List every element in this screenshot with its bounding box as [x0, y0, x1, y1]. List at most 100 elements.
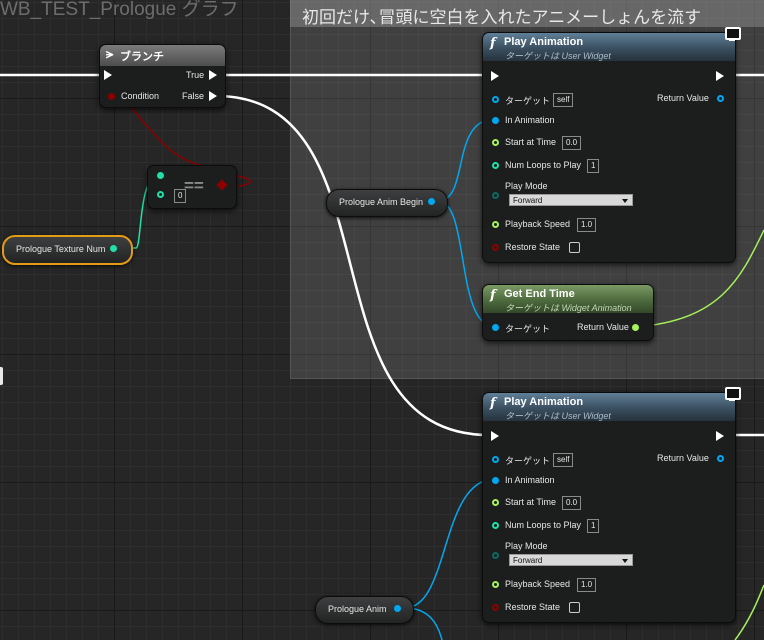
equal-symbol: ==: [184, 176, 204, 195]
collapsed-node-tab[interactable]: [0, 367, 3, 385]
play-animation-2-play-mode-dropdown[interactable]: Forward: [509, 554, 633, 566]
play-animation-2-num-loops-value[interactable]: 1: [587, 519, 600, 533]
play-animation-1-restore-state-pin[interactable]: [492, 244, 499, 251]
chevron-down-icon: [622, 199, 628, 203]
play-animation-2-playback-speed-label: Playback Speed: [505, 579, 571, 589]
var-prologue-texture-num-pin[interactable]: [110, 245, 117, 252]
play-animation-1-exec-out[interactable]: [716, 71, 724, 81]
get-end-time-target-label: ターゲット: [505, 324, 551, 334]
play-animation-1-restore-state-checkbox[interactable]: [569, 242, 580, 253]
var-prologue-anim-label: Prologue Anim: [328, 604, 387, 614]
var-prologue-texture-num-label: Prologue Texture Num: [16, 244, 106, 254]
play-animation-2-play-mode-label: Play Mode: [505, 541, 548, 551]
play-animation-2-return-pin[interactable]: [717, 455, 724, 462]
function-icon: f: [490, 36, 496, 51]
float-wire-out-2: [734, 584, 764, 640]
play-animation-2-target-label: ターゲット: [505, 456, 551, 466]
play-animation-2-exec-out[interactable]: [716, 431, 724, 441]
play-animation-2-return-label: Return Value: [657, 453, 709, 463]
play-animation-1-play-mode-value: Forward: [513, 196, 543, 205]
var-prologue-anim-begin[interactable]: Prologue Anim Begin: [326, 189, 448, 217]
graph-title: WB_TEST_Prologue グラフ: [0, 0, 239, 20]
play-animation-1-playback-speed-pin[interactable]: [492, 221, 499, 228]
play-animation-2-in-animation-pin[interactable]: [492, 477, 499, 484]
branch-true-label: True: [186, 70, 205, 80]
branch-node[interactable]: ⪫ ブランチ True Condition False: [99, 44, 226, 108]
play-animation-1-play-mode-dropdown[interactable]: Forward: [509, 194, 633, 206]
play-animation-1-return-label: Return Value: [657, 93, 709, 103]
play-animation-1-subtitle: ターゲットは User Widget: [505, 51, 611, 61]
play-animation-1-playback-speed-value[interactable]: 1.0: [577, 218, 597, 232]
play-animation-2-restore-state-pin[interactable]: [492, 604, 499, 611]
play-animation-1-restore-state-label: Restore State: [505, 242, 561, 252]
play-animation-1-exec-in[interactable]: [491, 71, 499, 81]
play-animation-2-subtitle: ターゲットは User Widget: [505, 411, 611, 421]
play-animation-1-start-time-value[interactable]: 0.0: [562, 136, 582, 150]
branch-false-pin[interactable]: [209, 91, 217, 101]
play-animation-1-num-loops-value[interactable]: 1: [587, 159, 600, 173]
play-animation-2-header[interactable]: f Play Animation ターゲットは User Widget: [483, 393, 735, 421]
branch-false-label: False: [182, 91, 205, 101]
get-end-time-return-pin[interactable]: [632, 324, 639, 331]
equal-input-b-pin[interactable]: [157, 191, 164, 198]
play-animation-2-target-pin[interactable]: [492, 456, 499, 463]
play-animation-2-playback-speed-value[interactable]: 1.0: [577, 578, 597, 592]
play-animation-2-num-loops-label: Num Loops to Play: [505, 520, 582, 530]
play-animation-2-play-mode-pin[interactable]: [492, 552, 499, 559]
play-animation-1-num-loops-pin[interactable]: [492, 162, 499, 169]
play-animation-node-1[interactable]: f Play Animation ターゲットは User Widget ターゲッ…: [482, 32, 736, 263]
var-prologue-anim-begin-pin[interactable]: [428, 198, 435, 205]
var-prologue-anim-pin[interactable]: [394, 605, 401, 612]
get-end-time-title: Get End Time: [504, 288, 575, 300]
play-animation-1-return-pin[interactable]: [717, 95, 724, 102]
play-animation-1-start-time-pin[interactable]: [492, 139, 499, 146]
play-animation-node-2[interactable]: f Play Animation ターゲットは User Widget ターゲッ…: [482, 392, 736, 623]
equal-input-a-pin[interactable]: [157, 172, 164, 179]
branch-condition-pin[interactable]: [108, 93, 115, 100]
play-animation-1-in-animation-label: In Animation: [505, 115, 555, 125]
play-animation-2-start-time-value[interactable]: 0.0: [562, 496, 582, 510]
play-animation-2-exec-in[interactable]: [491, 431, 499, 441]
equal-output-pin[interactable]: [216, 179, 228, 191]
monitor-icon: [724, 26, 741, 42]
play-animation-1-title: Play Animation: [504, 36, 584, 48]
comment-header[interactable]: [290, 0, 764, 27]
play-animation-1-play-mode-label: Play Mode: [505, 181, 548, 191]
branch-icon: ⪫: [106, 46, 114, 61]
play-animation-1-target-value[interactable]: self: [553, 93, 574, 107]
play-animation-1-play-mode-pin[interactable]: [492, 192, 499, 199]
play-animation-2-playback-speed-pin[interactable]: [492, 581, 499, 588]
play-animation-2-restore-state-checkbox[interactable]: [569, 602, 580, 613]
play-animation-1-in-animation-pin[interactable]: [492, 117, 499, 124]
play-animation-2-target-value[interactable]: self: [553, 453, 574, 467]
play-animation-2-in-animation-label: In Animation: [505, 475, 555, 485]
chevron-down-icon: [622, 559, 628, 563]
play-animation-2-num-loops-pin[interactable]: [492, 522, 499, 529]
play-animation-1-header[interactable]: f Play Animation ターゲットは User Widget: [483, 33, 735, 61]
play-animation-2-start-time-label: Start at Time: [505, 497, 557, 507]
branch-node-header[interactable]: ⪫ ブランチ: [100, 45, 225, 66]
play-animation-2-start-time-pin[interactable]: [492, 499, 499, 506]
get-end-time-node[interactable]: f Get End Time ターゲットは Widget Animation タ…: [482, 284, 654, 341]
play-animation-1-target-pin[interactable]: [492, 96, 499, 103]
play-animation-2-restore-state-label: Restore State: [505, 602, 561, 612]
play-animation-1-target-label: ターゲット: [505, 96, 551, 106]
branch-true-pin[interactable]: [209, 70, 217, 80]
equal-node[interactable]: 0 ==: [147, 165, 237, 209]
equal-value-input[interactable]: 0: [174, 189, 187, 203]
play-animation-1-num-loops-label: Num Loops to Play: [505, 160, 582, 170]
var-prologue-texture-num[interactable]: Prologue Texture Num: [2, 235, 133, 265]
get-end-time-subtitle: ターゲットは Widget Animation: [505, 303, 632, 313]
var-prologue-anim[interactable]: Prologue Anim: [315, 596, 414, 624]
get-end-time-header[interactable]: f Get End Time ターゲットは Widget Animation: [483, 285, 653, 313]
monitor-icon: [724, 386, 741, 402]
play-animation-2-title: Play Animation: [504, 396, 584, 408]
comment-text: 初回だけ､冒頭に空白を入れたアニメーしょんを流す: [302, 8, 702, 27]
branch-exec-in-pin[interactable]: [104, 70, 112, 80]
branch-condition-label: Condition: [121, 91, 160, 101]
play-animation-1-start-time-label: Start at Time: [505, 137, 557, 147]
get-end-time-target-pin[interactable]: [492, 324, 499, 331]
play-animation-2-play-mode-value: Forward: [513, 556, 543, 565]
function-icon: f: [490, 288, 496, 303]
var-prologue-anim-begin-label: Prologue Anim Begin: [339, 197, 424, 207]
